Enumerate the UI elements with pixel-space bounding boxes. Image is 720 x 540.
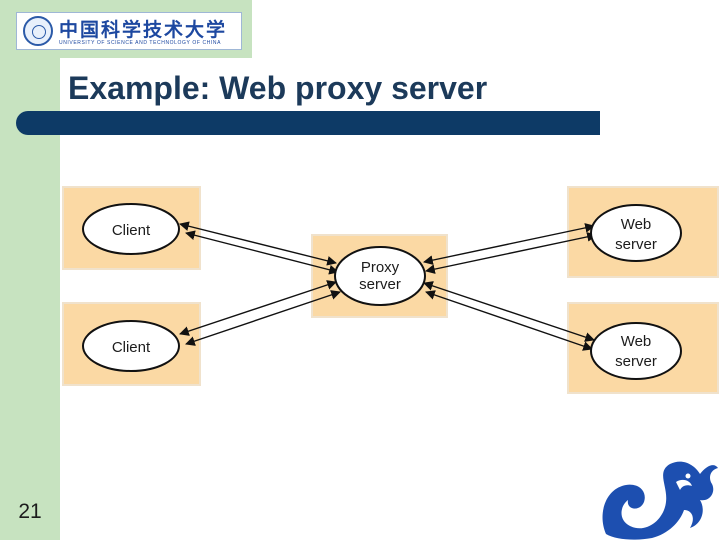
web2-node bbox=[590, 322, 682, 380]
slide-number: 21 bbox=[18, 500, 42, 523]
arrow-client2-to-proxy-return bbox=[185, 290, 341, 346]
dragon-emblem-icon bbox=[602, 461, 718, 540]
proxy-label-line2: server bbox=[359, 276, 401, 293]
node-labels: Client Client Proxy server Web server We… bbox=[112, 216, 657, 370]
logo-name-en: UNIVERSITY OF SCIENCE AND TECHNOLOGY OF … bbox=[59, 40, 222, 46]
client1-node bbox=[82, 203, 180, 255]
arrow-proxy-to-web2-return bbox=[425, 290, 593, 351]
client2-label: Client bbox=[112, 339, 151, 356]
university-logo: 中国科学技术大学 UNIVERSITY OF SCIENCE AND TECHN… bbox=[16, 12, 242, 50]
connections bbox=[179, 221, 597, 351]
host-ellipses bbox=[82, 203, 682, 380]
proxy-node bbox=[334, 246, 426, 306]
logo-name-cn: 中国科学技术大学 bbox=[59, 19, 228, 41]
slide-title: Example: Web proxy server bbox=[68, 70, 488, 106]
client2-node bbox=[82, 320, 180, 372]
web1-node bbox=[590, 204, 682, 262]
arrow-client1-to-proxy-return bbox=[185, 230, 339, 275]
web1-label-line1: Web bbox=[621, 216, 652, 233]
university-seal-icon bbox=[23, 16, 53, 46]
proxy-label-line1: Proxy bbox=[361, 259, 400, 276]
web2-label-line1: Web bbox=[621, 333, 652, 350]
university-logo-panel: 中国科学技术大学 UNIVERSITY OF SCIENCE AND TECHN… bbox=[0, 0, 252, 58]
web2-label-line2: server bbox=[615, 353, 657, 370]
client1-label: Client bbox=[112, 222, 151, 239]
arrow-proxy-to-web1-return bbox=[425, 232, 597, 274]
left-sidebar bbox=[0, 0, 60, 540]
web1-label-line2: server bbox=[615, 236, 657, 253]
title-underline-bar bbox=[16, 111, 600, 135]
